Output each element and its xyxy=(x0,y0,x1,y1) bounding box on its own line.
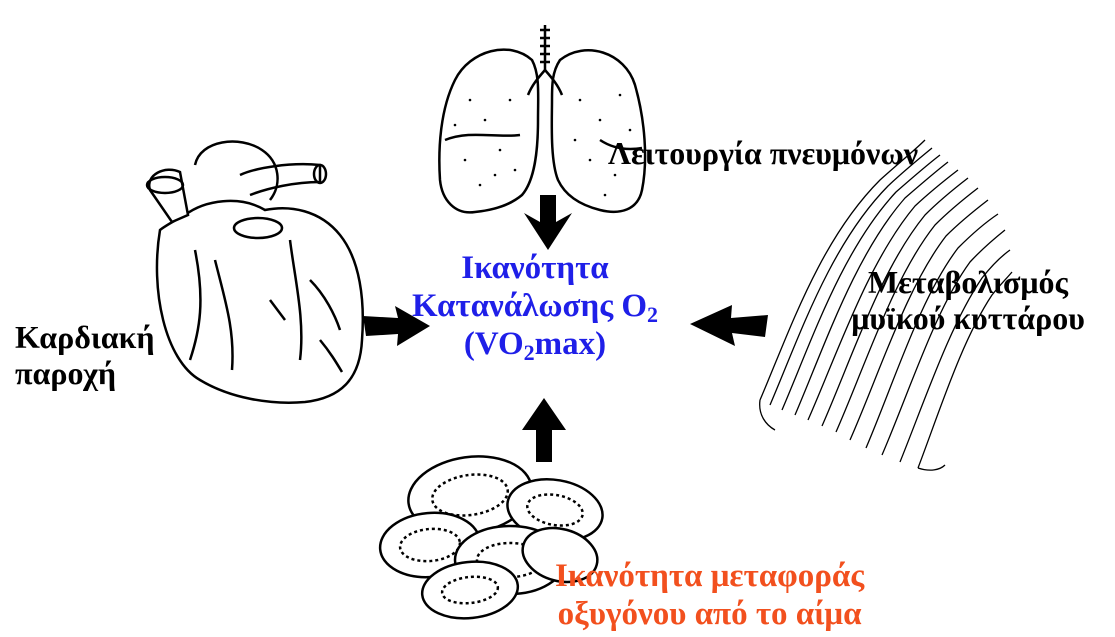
heart-label-line2: παροχή xyxy=(15,356,155,392)
center-label: Ικανότητα Κατανάλωσης Ο2 (VO2max) xyxy=(365,250,705,364)
lungs-label: Λειτουργία πνευμόνων xyxy=(608,136,918,172)
center-line3-sub: 2 xyxy=(524,340,535,365)
center-line2-sub: 2 xyxy=(647,302,658,327)
heart-label: Καρδιακή παροχή xyxy=(15,320,155,392)
center-line2-text: Κατανάλωσης Ο xyxy=(412,288,647,324)
heart-illustration xyxy=(147,142,363,403)
center-line2: Κατανάλωσης Ο2 xyxy=(365,288,705,326)
blood-label-line2: οξυγόνου από το αίμα xyxy=(555,596,864,634)
muscle-label: Μεταβολισμός μυϊκού κυττάρου xyxy=(838,265,1098,337)
muscle-label-line2: μυϊκού κυττάρου xyxy=(838,301,1098,337)
center-line3: (VO2max) xyxy=(365,326,705,364)
blood-label: Ικανότητα μεταφοράς οξυγόνου από το αίμα xyxy=(555,558,864,634)
lungs-illustration xyxy=(439,25,645,212)
blood-label-line1: Ικανότητα μεταφοράς xyxy=(555,558,864,596)
center-line3-open: (VO xyxy=(464,326,524,362)
muscle-label-line1: Μεταβολισμός xyxy=(838,265,1098,301)
center-line3-close: max) xyxy=(535,326,606,362)
center-line1: Ικανότητα xyxy=(365,250,705,288)
arrow-from-blood xyxy=(522,398,566,462)
arrow-from-lungs xyxy=(524,195,572,250)
heart-label-line1: Καρδιακή xyxy=(15,320,155,356)
